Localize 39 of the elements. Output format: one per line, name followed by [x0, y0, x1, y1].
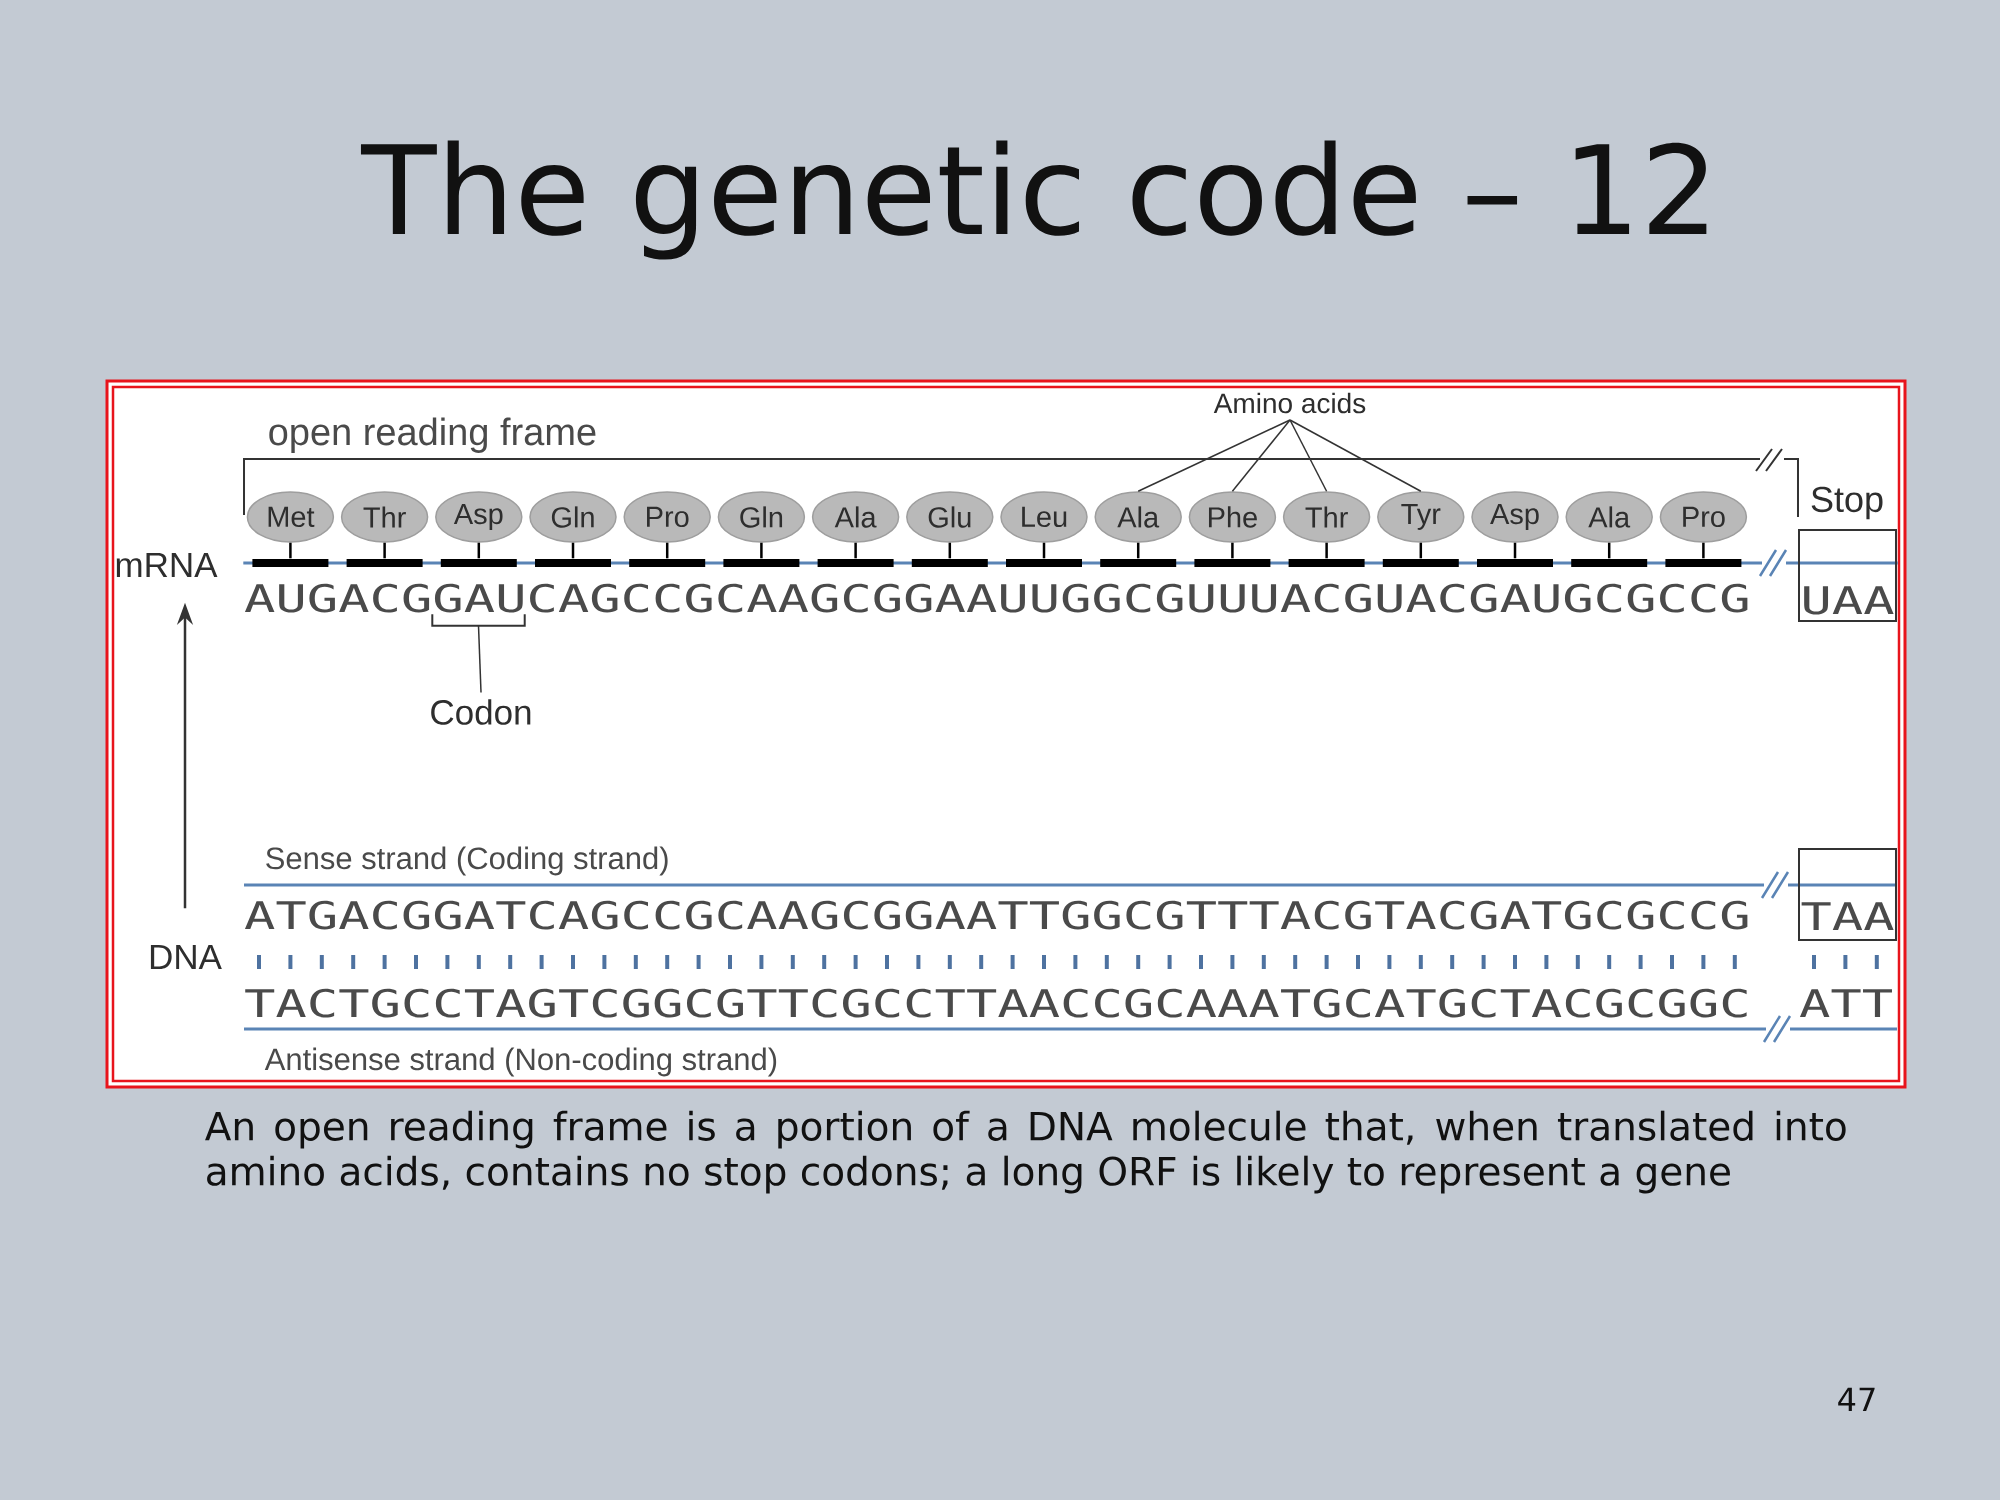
stem-line — [665, 542, 669, 559]
strand-label: DNA — [150, 944, 222, 970]
stem-line — [477, 542, 481, 559]
codon-bracket — [431, 613, 526, 627]
base-sequence: ATGACGGATCAGCCGCAAGCGGAATTGGCGTTTACGTACGATGCGCCG — [244, 900, 1748, 930]
annotation-label: Amino acids — [1213, 392, 1366, 414]
stem-line — [1702, 542, 1705, 559]
slide-title: The genetic code – 12 — [360, 140, 1707, 260]
stem-line — [383, 542, 386, 559]
leader-line — [1289, 419, 1422, 492]
stem-line — [1042, 542, 1046, 559]
leader-line — [1137, 419, 1291, 492]
stem-line — [1419, 542, 1423, 559]
stop-codon-box: UAA — [1798, 529, 1897, 622]
stop-label: Stop — [1811, 486, 1883, 520]
stem-line — [1136, 542, 1140, 559]
base-sequence: TACTGCCTAGTCGGCGTTCGCCTTAACCGCAAATGCATGCTACGCGGC — [245, 988, 1747, 1018]
stop-codon-box: TAA — [1798, 848, 1897, 941]
strand-label: mRNA — [116, 552, 218, 578]
page-number: 47 — [1838, 1387, 1875, 1411]
stem-line — [289, 542, 292, 559]
annotation-label: Codon — [431, 699, 531, 725]
stem-line — [1513, 542, 1517, 559]
leader-line — [1231, 419, 1291, 492]
stem-line — [948, 542, 952, 559]
stem-line — [1325, 542, 1328, 559]
strand-label: Sense strand (Coding strand) — [266, 846, 668, 876]
stem-line — [571, 542, 575, 559]
stem-line — [854, 542, 857, 559]
stem-line — [1231, 542, 1234, 559]
base-sequence: ATT — [1799, 989, 1892, 1017]
leader-line — [1289, 419, 1328, 492]
bracket-label: open reading frame — [269, 417, 596, 453]
strand-label: Antisense strand (Non-coding strand) — [264, 1047, 777, 1077]
leader-line — [477, 624, 482, 694]
caption-text: An open reading frame is a portion of a DNA molecule that, when translated into amino acids, contains no stop codons; a long ORF is likely to represent a gene — [205, 1110, 1846, 1194]
base-sequence: AUGACGGAUCAGCCGCAAGCGGAAUUGGCGUUUACGUACGAUGCGCCG — [244, 583, 1748, 613]
stem-line — [760, 542, 763, 559]
stem-line — [1607, 542, 1611, 559]
